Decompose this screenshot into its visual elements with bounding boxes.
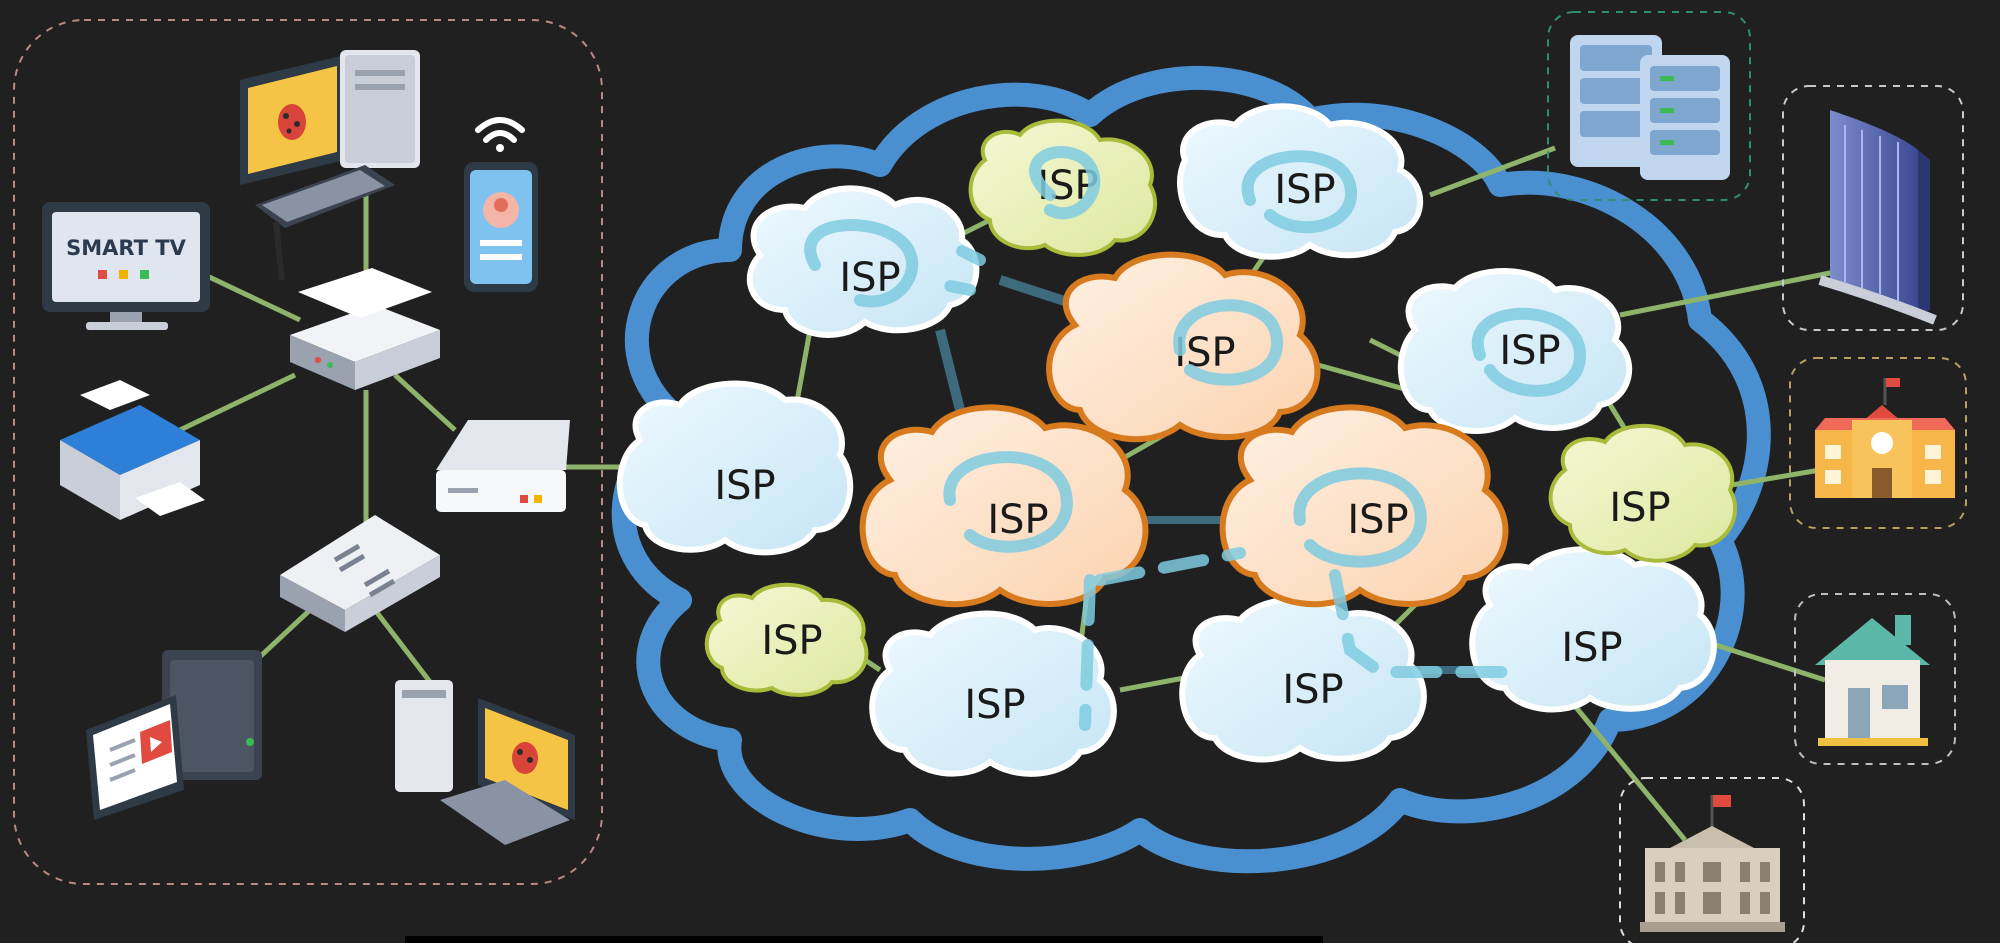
isp-cloud-3: ISP	[1397, 268, 1633, 434]
isp-cloud-1: ISP	[746, 185, 980, 338]
isp-cloud-12: ISP	[859, 404, 1149, 608]
isp-label: ISP	[714, 463, 775, 509]
external-links	[1429, 145, 1836, 842]
highlight-scribbles	[804, 146, 1587, 731]
house-icon	[1815, 615, 1930, 746]
smart-tv-icon: SMART TV	[42, 202, 210, 330]
school-box	[1789, 357, 1967, 529]
modem-icon	[436, 420, 570, 512]
smart-tv-label: SMART TV	[66, 236, 186, 260]
isp-label: ISP	[1561, 625, 1622, 671]
government-box	[1619, 777, 1805, 943]
infected-desktop-icon	[240, 50, 420, 228]
isp-cloud-2: ISP	[1177, 103, 1424, 260]
server-rack-icon	[1570, 35, 1730, 180]
office-building-icon	[1818, 110, 1937, 325]
isp-label: ISP	[1499, 328, 1560, 374]
isp-cloud-5: ISP	[869, 610, 1117, 777]
infected-desktop-icon-2	[395, 680, 575, 845]
isp-label: ISP	[964, 682, 1025, 728]
isp-label: ISP	[761, 618, 822, 664]
network-switch-icon	[280, 515, 440, 632]
isp-cloud-7: ISP	[1469, 546, 1717, 713]
isp-label: ISP	[1282, 667, 1343, 713]
office-box	[1782, 85, 1964, 331]
isp-cloud-10: ISP	[704, 582, 869, 697]
printer-icon	[60, 380, 205, 520]
isp-cloud-6: ISP	[1179, 596, 1427, 763]
isp-cloud-13: ISP	[1219, 404, 1509, 608]
isp-label: ISP	[1347, 497, 1408, 543]
router-icon	[273, 221, 440, 390]
server-box	[1547, 11, 1751, 201]
government-building-icon	[1640, 795, 1785, 932]
video-desktop-icon	[86, 650, 262, 820]
smartphone-icon	[464, 117, 538, 292]
isp-label: ISP	[1274, 167, 1335, 213]
isp-cloud-4: ISP	[617, 380, 854, 556]
school-icon	[1815, 378, 1955, 498]
local-network-box	[13, 19, 603, 885]
bottom-bar	[405, 936, 1323, 943]
isp-cloud-9: ISP	[1548, 423, 1737, 563]
isp-label: ISP	[1609, 485, 1670, 531]
